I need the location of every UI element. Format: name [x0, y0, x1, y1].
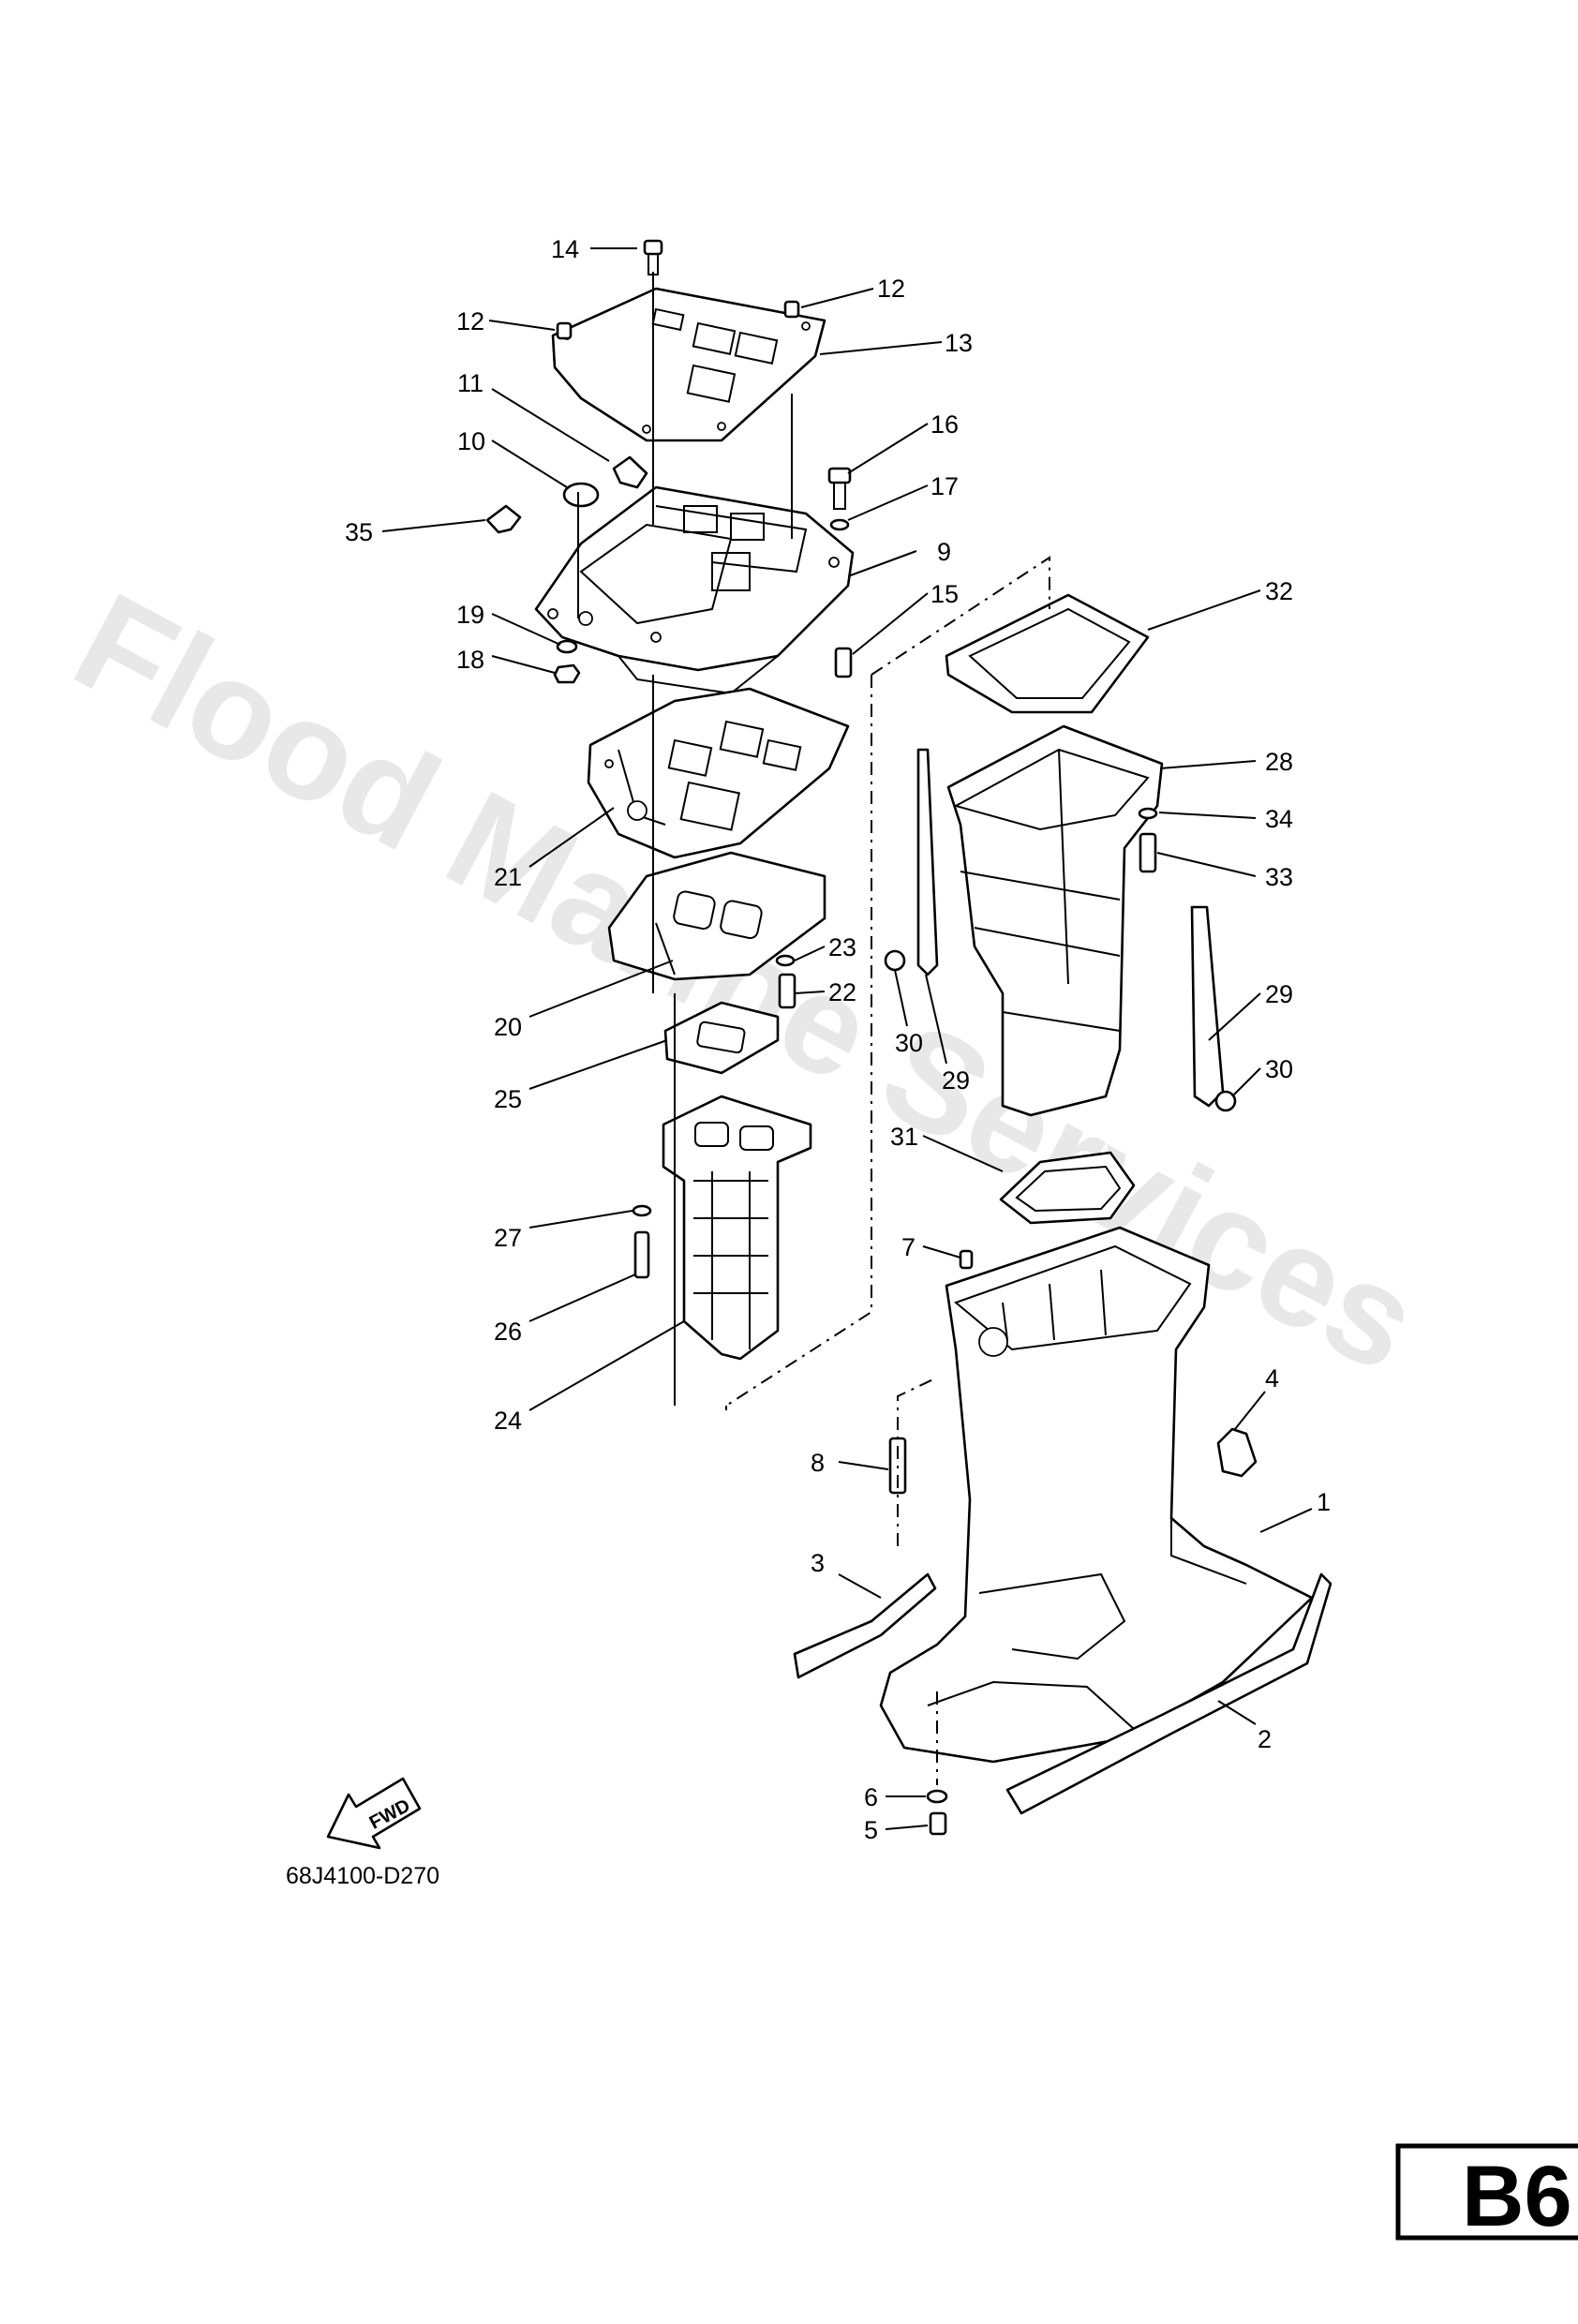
callout-30-right: 30: [1265, 1055, 1293, 1083]
callout-labels: 14 12 12 13 11 10 16 17 35 9 15 32 19 18…: [345, 235, 1331, 1844]
callout-19: 19: [456, 601, 484, 629]
part-20-manifold: [607, 851, 826, 981]
callout-17: 17: [930, 472, 959, 500]
part-31-seal: [999, 1151, 1136, 1225]
callout-20: 20: [494, 1013, 522, 1041]
part-4-grommet: [1216, 1427, 1258, 1478]
part-28-oil-pan: [946, 724, 1164, 1117]
part-29-seal-left: [916, 748, 939, 976]
callout-34: 34: [1265, 805, 1293, 833]
callout-12-right: 12: [877, 275, 905, 303]
part-24-exhaust-tube: [662, 1095, 812, 1361]
callout-11: 11: [457, 369, 484, 397]
part-2-rubber-strip: [1005, 1572, 1332, 1815]
callout-29-left: 29: [942, 1066, 970, 1095]
assembly-lines: [577, 272, 1050, 1785]
callout-35: 35: [345, 518, 373, 546]
callout-22: 22: [828, 978, 856, 1006]
callout-7: 7: [901, 1233, 916, 1261]
page-tag-text: B6: [1462, 2149, 1572, 2244]
callout-31: 31: [890, 1123, 918, 1151]
diagram-code: 68J4100-D270: [286, 1863, 439, 1889]
callout-9: 9: [937, 538, 951, 566]
part-30-washer-right: [1214, 1090, 1237, 1112]
part-30-washer-left: [884, 949, 906, 972]
part-25-gasket: [663, 1001, 780, 1075]
callout-26: 26: [494, 1318, 522, 1346]
callout-8: 8: [811, 1449, 825, 1477]
callout-30-left: 30: [895, 1029, 923, 1057]
callout-18: 18: [456, 646, 484, 674]
callout-32: 32: [1265, 577, 1293, 605]
fasteners: [485, 239, 1158, 1836]
callout-28: 28: [1265, 748, 1293, 776]
callout-24: 24: [494, 1407, 522, 1435]
part-9-upper-casing: [534, 485, 855, 695]
callout-6: 6: [864, 1783, 878, 1811]
leader-lines: [381, 247, 1313, 1830]
callout-14: 14: [551, 235, 579, 263]
page-tag: B6: [1395, 2143, 1578, 2244]
callout-27: 27: [494, 1224, 522, 1252]
callout-25: 25: [494, 1085, 522, 1113]
callout-12-left: 12: [456, 307, 484, 335]
callout-4: 4: [1265, 1364, 1279, 1393]
callout-10: 10: [457, 427, 485, 455]
callout-23: 23: [828, 933, 856, 961]
callout-15: 15: [930, 580, 959, 608]
fwd-arrow-icon: FWD: [326, 1777, 422, 1850]
callout-13: 13: [945, 329, 973, 357]
part-3-rubber-strip: [793, 1572, 937, 1679]
part-32-gasket: [945, 593, 1150, 714]
callout-3: 3: [811, 1549, 825, 1577]
callout-1: 1: [1317, 1488, 1331, 1516]
callout-29-right: 29: [1265, 980, 1293, 1008]
callout-33: 33: [1265, 863, 1293, 891]
callout-16: 16: [930, 410, 959, 439]
callout-5: 5: [864, 1816, 878, 1844]
part-21-gasket: [587, 687, 850, 859]
part-29-seal-right: [1190, 905, 1225, 1108]
part-13-gasket: [551, 287, 826, 442]
callout-21: 21: [494, 863, 522, 891]
callout-2: 2: [1258, 1725, 1272, 1753]
